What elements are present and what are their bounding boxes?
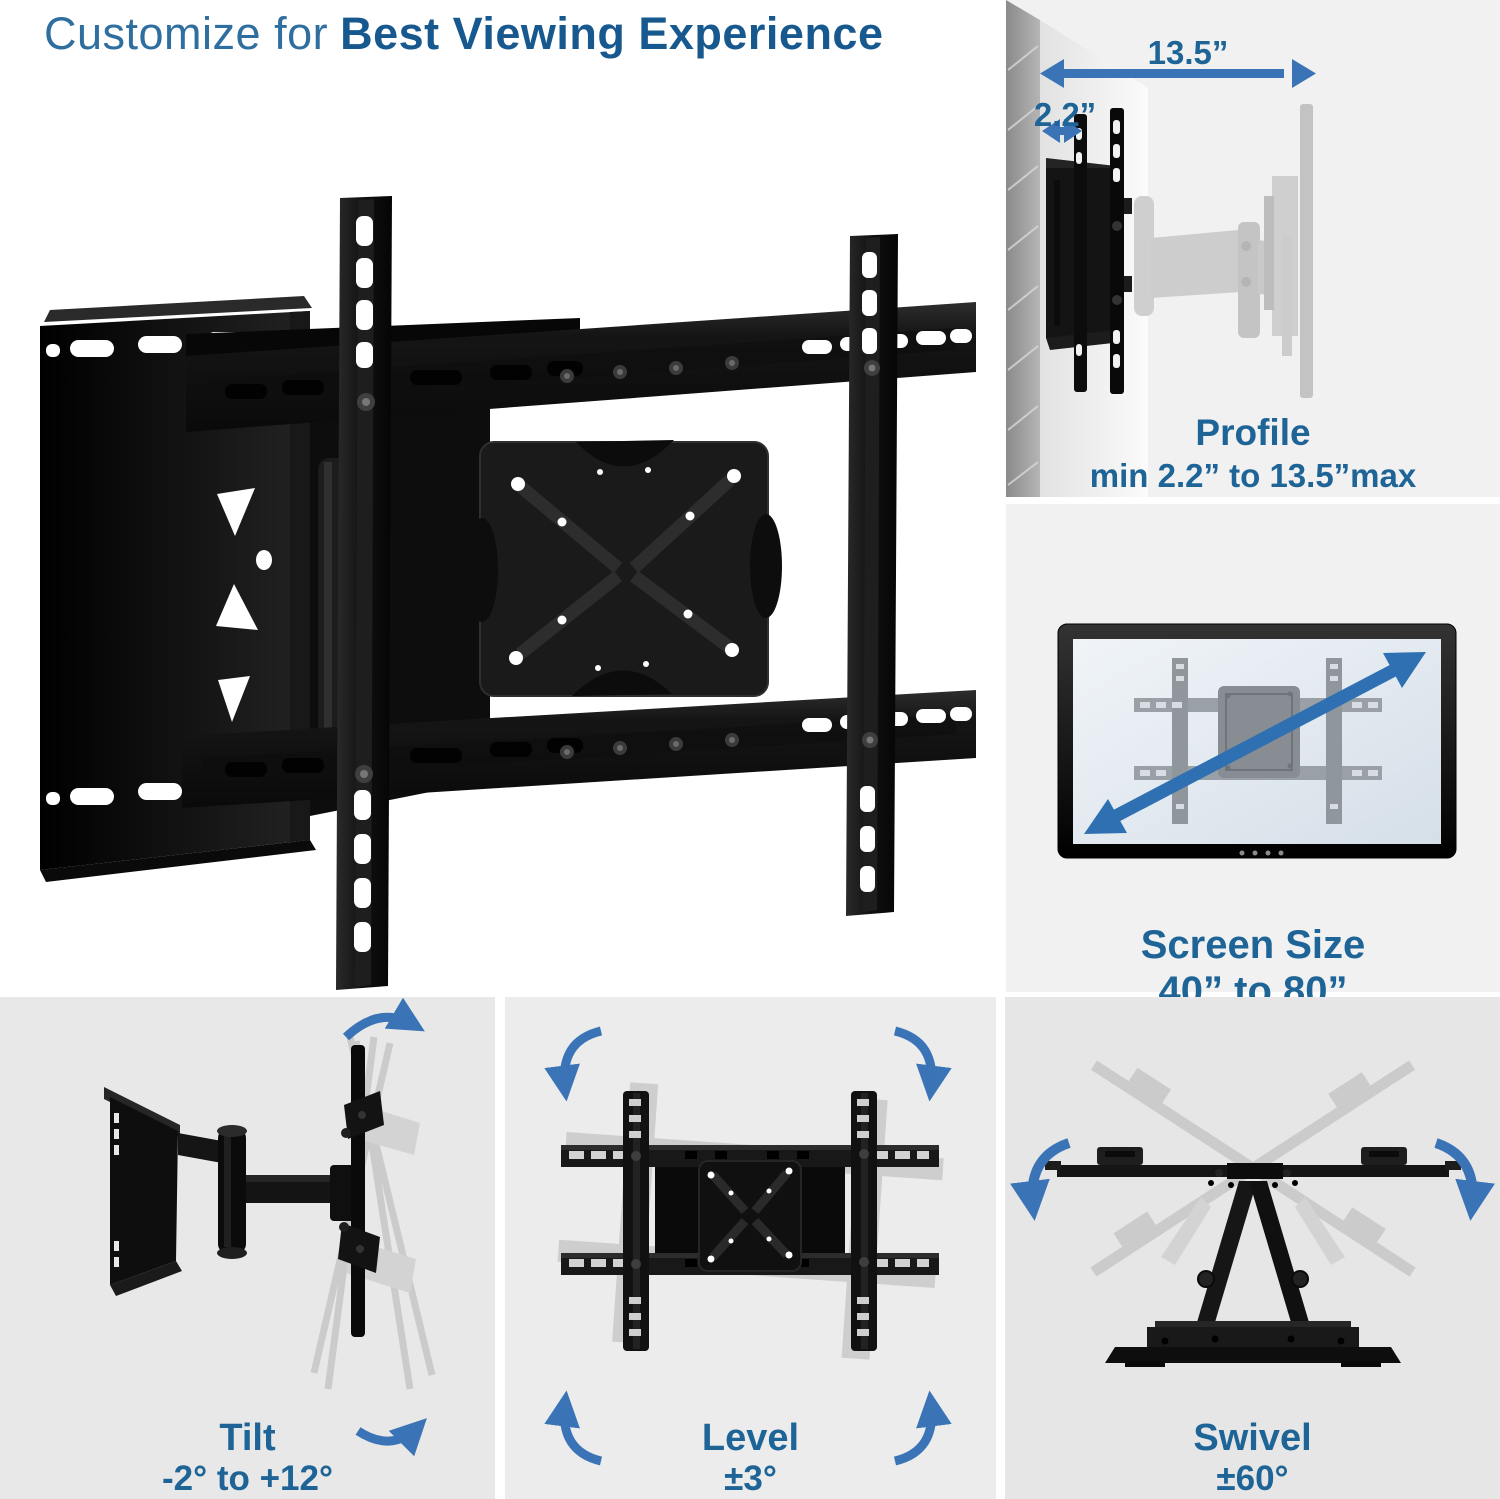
level-caption-range: ±3° xyxy=(724,1459,777,1498)
swivel-caption: Swivel ±60° xyxy=(1005,1417,1500,1499)
level-rotate-arrow-icon xyxy=(544,1390,603,1466)
tilt-panel: Tilt -2° to +12° xyxy=(0,997,495,1499)
mount-top-view xyxy=(1045,1147,1461,1367)
tilt-illustration xyxy=(104,997,436,1457)
profile-min-depth-label: 2.2” xyxy=(1033,96,1097,133)
level-rotate-arrow-icon xyxy=(893,1390,952,1466)
mount-front-view xyxy=(561,1091,939,1351)
tilt-up-arrow-icon xyxy=(342,997,425,1041)
profile-max-extension-label: 13.5” xyxy=(1147,34,1229,71)
profile-panel: 13.5” 2.2” Profile min 2.2” to 13.5”max xyxy=(1006,0,1500,497)
screen-size-caption-title: Screen Size xyxy=(1140,923,1366,967)
tilt-caption: Tilt -2° to +12° xyxy=(0,1417,495,1499)
tilt-down-arrow-icon xyxy=(355,1418,427,1457)
level-illustration xyxy=(544,1026,952,1466)
title-emphasis: Best Viewing Experience xyxy=(340,8,884,59)
tilt-caption-title: Tilt xyxy=(219,1417,276,1459)
level-rotate-arrow-icon xyxy=(893,1026,952,1102)
main-product-photo xyxy=(40,196,976,990)
level-caption-title: Level xyxy=(701,1417,800,1459)
extension-range-arrow-icon xyxy=(1040,59,1316,88)
profile-caption-title: Profile xyxy=(1195,412,1311,453)
profile-illustration xyxy=(1006,0,1316,497)
swivel-caption-range: ±60° xyxy=(1216,1459,1289,1498)
tilt-caption-range: -2° to +12° xyxy=(162,1459,333,1498)
screen-size-illustration xyxy=(1057,623,1457,859)
title-regular: Customize for xyxy=(44,8,329,59)
swivel-illustration xyxy=(1010,1060,1495,1367)
min-depth-arrow-icon xyxy=(1042,119,1082,143)
profile-caption-range: min 2.2” to 13.5”max xyxy=(1089,457,1417,494)
profile-caption: Profile min 2.2” to 13.5”max xyxy=(1006,412,1500,495)
level-panel: Level ±3° xyxy=(505,997,996,1499)
vesa-plate xyxy=(466,440,782,697)
screen-size-panel: Screen Size 40” to 80” xyxy=(1006,504,1500,1013)
mount-side-view xyxy=(104,1045,384,1337)
swivel-left-arrow-icon xyxy=(1010,1138,1071,1221)
swivel-panel: Swivel ±60° xyxy=(1005,997,1500,1499)
left-vertical-rail xyxy=(336,196,392,990)
folded-mount-side-view xyxy=(1046,108,1132,394)
swivel-caption-title: Swivel xyxy=(1193,1417,1312,1459)
level-caption: Level ±3° xyxy=(505,1417,996,1499)
swivel-right-arrow-icon xyxy=(1434,1138,1495,1221)
right-vertical-rail xyxy=(846,234,898,916)
level-rotate-arrow-icon xyxy=(544,1026,603,1102)
screen-diagonal-arrow-icon xyxy=(1084,652,1426,834)
extended-position-ghost xyxy=(1134,104,1313,398)
